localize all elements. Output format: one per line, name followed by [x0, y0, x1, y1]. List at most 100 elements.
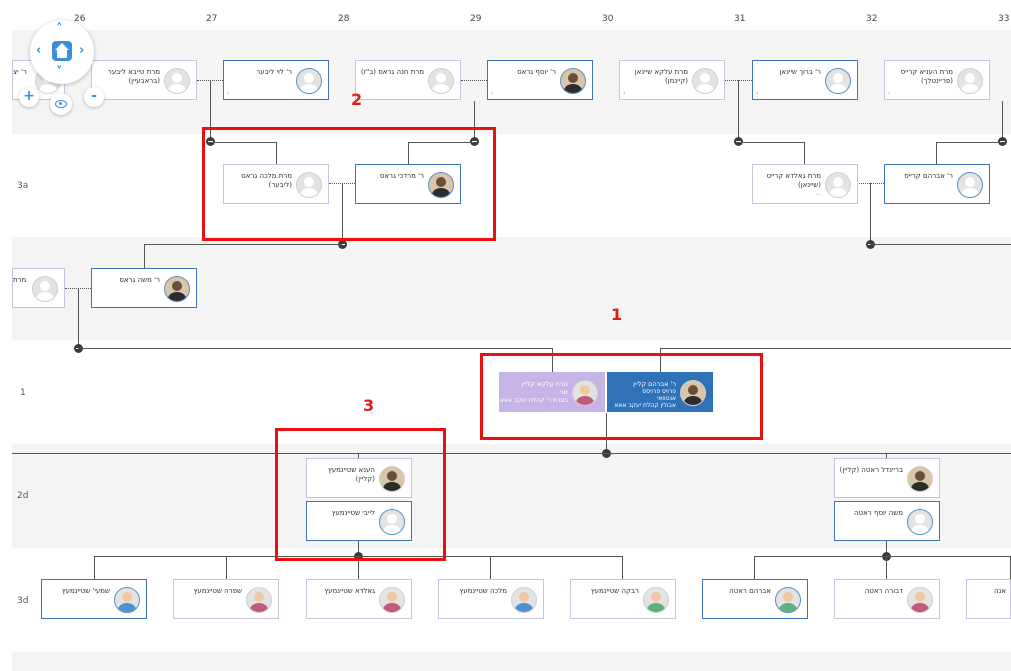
person-card[interactable]: מרת חנה גראס (ב"ז) [355, 60, 461, 100]
avatar [511, 587, 537, 613]
person-card[interactable]: רבקה שטיינמעץ [570, 579, 676, 619]
pan-right-icon[interactable]: › [79, 43, 85, 58]
spouse-card[interactable]: מרת עלקא קליין שני בוגרת ר' קהלת יעקב אא… [499, 372, 605, 412]
avatar [379, 587, 405, 613]
person-card[interactable]: ר' אברהם קרייס [884, 164, 990, 204]
person-name: ר' משה גראס [119, 276, 160, 284]
avatar [164, 68, 190, 94]
view-eye-icon[interactable] [50, 93, 72, 115]
person-name: ר' ברוך שיינאן [779, 68, 821, 76]
person-card[interactable]: בריינדל ראטה (קליין) [834, 458, 940, 498]
person-card[interactable]: ר' משה גראס [91, 268, 197, 308]
pan-up-icon[interactable]: ˄ [56, 22, 63, 37]
avatar [428, 68, 454, 94]
collapse-knob[interactable] [338, 240, 347, 249]
person-name: ר' יוסף גראס [517, 68, 556, 76]
avatar [825, 172, 851, 198]
connector [358, 541, 359, 557]
column-number: 32 [866, 14, 878, 24]
pan-down-icon[interactable]: ˅ [56, 65, 63, 80]
pan-control[interactable]: ˄ ‹ › ˅ [30, 20, 94, 84]
person-name: מרת טייבא ליבער (בראבעיין) [107, 68, 160, 85]
person-card[interactable]: לייבי שטיינמעץ [306, 501, 412, 541]
person-card[interactable]: ר' מרדכי גראס [355, 164, 461, 204]
person-card[interactable]: הענא שטיינמעץ (קליין) [306, 458, 412, 498]
person-name: משה יוסף ראטה [854, 509, 903, 517]
person-detail: שני בוגרת ר' קהלת יעקב אאא [500, 389, 568, 404]
avatar [32, 276, 58, 302]
person-card[interactable]: אנה [966, 579, 1011, 619]
person-card[interactable]: ר' יוסף גראס ‹ [487, 60, 593, 100]
annotation-label: 3 [363, 396, 375, 415]
avatar [164, 276, 190, 302]
connector [886, 453, 887, 458]
column-number: 31 [734, 14, 746, 24]
connector [738, 142, 804, 143]
person-card[interactable]: גאלדא שטיינמעץ [306, 579, 412, 619]
zoom-in-button[interactable]: + [19, 87, 39, 107]
person-name: הענא שטיינמעץ (קליין) [327, 466, 375, 483]
avatar [957, 172, 983, 198]
person-card[interactable]: אברהם ראטה [702, 579, 808, 619]
annotation-box-2 [202, 127, 496, 241]
person-name: מרת עלקא קליין [521, 380, 568, 388]
person-name: ר' אברהם קרייס [904, 172, 953, 180]
pan-left-icon[interactable]: ‹ [36, 43, 42, 58]
collapse-knob[interactable] [998, 137, 1007, 146]
person-card[interactable]: מרת מלכה גראס (ליבער) [223, 164, 329, 204]
avatar [907, 509, 933, 535]
person-name: ר' יצ [13, 68, 27, 76]
collapse-knob[interactable] [206, 137, 215, 146]
expand-icon[interactable]: ‹ [491, 90, 494, 97]
person-card[interactable]: שפרה שטיינמעץ [173, 579, 279, 619]
person-name: מרת [13, 276, 27, 284]
person-name: מרת מלכה גראס (ליבער) [241, 172, 292, 189]
person-card[interactable]: מרת עלקא שיינאן (קיינמן) ‹ [619, 60, 725, 100]
home-icon[interactable] [52, 41, 72, 61]
expand-icon[interactable]: ‹ [756, 90, 759, 97]
column-number: 26 [74, 14, 86, 24]
person-card[interactable]: שמעי' שטיינמעץ [41, 579, 147, 619]
connector [408, 142, 409, 164]
collapse-knob[interactable] [734, 137, 743, 146]
person-card[interactable]: מרת טייבא ליבער (בראבעיין) [91, 60, 197, 100]
connector [144, 244, 145, 268]
expand-icon[interactable]: ‹ [623, 90, 626, 97]
person-card[interactable]: מלכה שטיינמעץ [438, 579, 544, 619]
connector [870, 244, 1011, 245]
person-card[interactable]: מרת גאלדא קרייס (שיינאן) ... [752, 164, 858, 204]
person-card[interactable]: מרת [12, 268, 65, 308]
collapse-knob[interactable] [470, 137, 479, 146]
avatar [957, 68, 983, 94]
person-name: מלכה שטיינמעץ [459, 587, 507, 595]
connector [78, 348, 552, 349]
person-card[interactable]: מרת העניא קרייס (פריינטלך) ‹ [884, 60, 990, 100]
person-name: ר' אברהם קליין [633, 380, 676, 388]
person-name: ר' מרדכי גראס [379, 172, 424, 180]
person-name: מרת חנה גראס (ב"ז) [360, 68, 424, 76]
avatar [775, 587, 801, 613]
person-card[interactable]: ר' לוי ליבער ‹ [223, 60, 329, 100]
column-number: 29 [470, 14, 482, 24]
generation-band-4d [12, 652, 1011, 671]
connector [78, 288, 79, 348]
zoom-out-button[interactable]: - [84, 87, 104, 107]
connector [754, 556, 755, 579]
person-name: בריינדל ראטה (קליין) [839, 466, 903, 474]
person-subtitle: ... [815, 190, 821, 197]
connector [94, 556, 95, 579]
column-number: 33 [998, 14, 1010, 24]
person-name: דבורה ראטה [864, 587, 903, 595]
connector [660, 348, 1011, 349]
person-name: רבקה שטיינמעץ [590, 587, 639, 595]
person-card[interactable]: דבורה ראטה [834, 579, 940, 619]
generation-label: 1 [20, 388, 26, 398]
person-card[interactable]: ר' ברוך שיינאן ‹ [752, 60, 858, 100]
expand-icon[interactable]: ‹ [888, 90, 891, 97]
expand-icon[interactable]: ‹ [227, 90, 230, 97]
connector [358, 453, 359, 458]
spouse-link [461, 80, 487, 81]
person-card[interactable]: משה יוסף ראטה [834, 501, 940, 541]
main-person-card[interactable]: ר' אברהם קליין פרויס פרויסס אנטוואי אבול… [607, 372, 713, 412]
